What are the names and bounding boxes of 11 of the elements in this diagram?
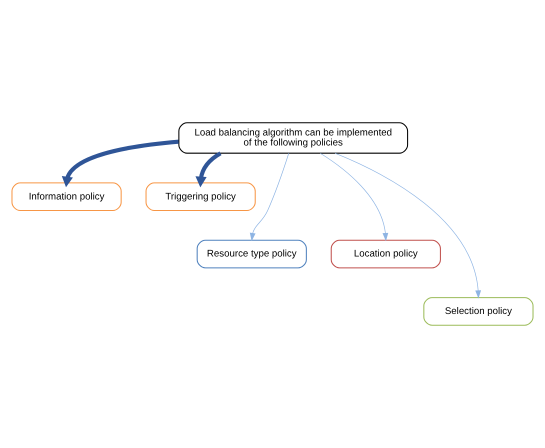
node-box: Information policy: [11, 182, 122, 212]
node-box: Location policy: [330, 240, 441, 268]
node-box: Triggering policy: [146, 182, 256, 212]
node-box: Load balancing algorithm can be implemented of the following policies: [178, 122, 408, 154]
arrow: [250, 152, 290, 242]
node-box: Selection policy: [423, 297, 534, 326]
arrow: [62, 140, 179, 188]
arrow: [334, 152, 482, 299]
node-box: Resource type policy: [196, 240, 307, 268]
arrow: [195, 152, 222, 188]
arrow: [320, 152, 388, 242]
